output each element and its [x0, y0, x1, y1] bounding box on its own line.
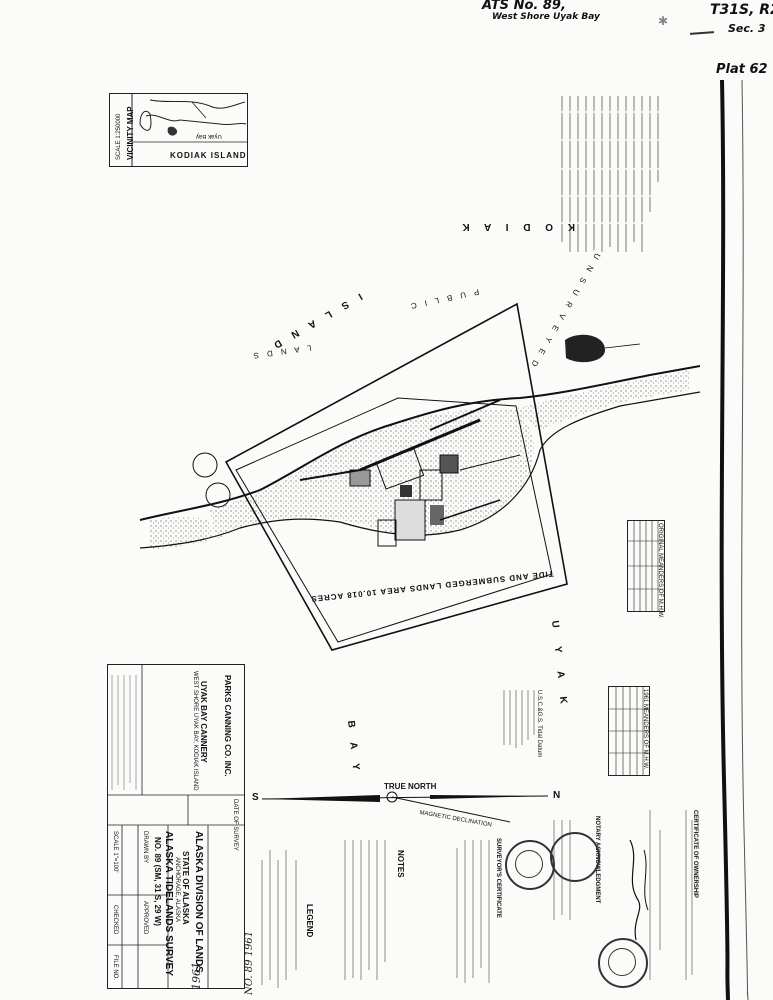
title-file-no: FILE NO. — [112, 955, 118, 981]
shoreline-stipple — [150, 370, 690, 550]
title-scale: SCALE 1"=100' — [112, 831, 118, 873]
notary-seal — [550, 832, 600, 882]
header-section: Sec. 3 — [728, 22, 766, 35]
title-location: WEST SHORE UYAK BAY, KODIAK ISLAND — [192, 671, 198, 791]
ownership-certificate: CERTIFICATE OF OWNERSHIP — [620, 800, 700, 985]
title-division: ALASKA DIVISION OF LANDS — [193, 831, 204, 973]
header-smudge: ✱ — [658, 14, 669, 28]
title-company: PARKS CANNING CO. INC. — [223, 675, 232, 777]
vicinity-map-drawing — [131, 94, 247, 166]
table-1961-title: 1961 MEANDERS OF M.H.W. — [642, 689, 648, 770]
vicinity-map-box: VICINITY MAP SCALE 1:250000 KODIAK ISLAN… — [109, 93, 248, 167]
title-date-of-survey: DATE OF SURVEY — [232, 799, 238, 851]
title-survey: ALASKA TIDELANDS SURVEY — [163, 831, 174, 977]
bottom-handwritten-note: 1961 — [190, 962, 203, 990]
ownership-title: CERTIFICATE OF OWNERSHIP — [692, 810, 698, 898]
tide-datum-lines — [500, 690, 538, 750]
surveyor-certificate-title: SURVEYOR'S CERTIFICATE — [495, 838, 501, 918]
legend-block: LEGEND — [252, 820, 322, 990]
header-ats-number: ATS No. 89, — [482, 0, 566, 13]
notes-block: NOTES — [325, 830, 435, 990]
upper-shoreline — [139, 365, 701, 521]
label-north: N — [553, 790, 561, 801]
company-seal — [598, 938, 648, 988]
title-cannery: UYAK BAY CANNERY — [199, 681, 208, 763]
tideland-boundary — [235, 397, 553, 643]
north-arrow — [261, 791, 549, 823]
header-location: West Shore Uyak Bay — [492, 12, 600, 22]
legend-title: LEGEND — [305, 904, 314, 938]
table-1961-meanders: 1961 MEANDERS OF M.H.W. — [608, 686, 650, 776]
label-true-north: TRUE NORTH — [384, 782, 437, 791]
label-south: S — [252, 792, 259, 803]
header-township: T31S, R2 — [710, 2, 773, 18]
title-checked: CHECKED — [112, 905, 118, 935]
legal-description-block — [556, 92, 666, 260]
page-edge-lines — [719, 80, 749, 1000]
survey-boundary — [224, 302, 568, 651]
label-kodiak: K O D I A K — [456, 221, 575, 232]
title-survey-number: NO. 89 (SM, 31 S, 29 W) — [153, 837, 162, 926]
vicinity-island-label: KODIAK ISLAND — [170, 151, 247, 160]
title-block: PARKS CANNING CO. INC. UYAK BAY CANNERY … — [107, 664, 245, 989]
title-drawn-by: DRAWN BY — [142, 831, 148, 864]
header-plat: Plat 62 — [716, 62, 768, 77]
surveyor-certificate: SURVEYOR'S CERTIFICATE — [445, 828, 505, 988]
cannery-structures — [299, 399, 521, 547]
title-approved: APPROVED — [142, 901, 148, 935]
title-city: ANCHORAGE, ALASKA — [174, 857, 180, 923]
table-original-meanders: ORIGINAL MEANDERS OF M.H.W. — [627, 520, 665, 618]
table-original-title: ORIGINAL MEANDERS OF M.H.W. — [657, 523, 663, 619]
notes-title: NOTES — [396, 850, 405, 878]
title-state: STATE OF ALASKA — [181, 851, 190, 925]
bottom-file-note: NO. 89 1961 — [244, 930, 255, 995]
